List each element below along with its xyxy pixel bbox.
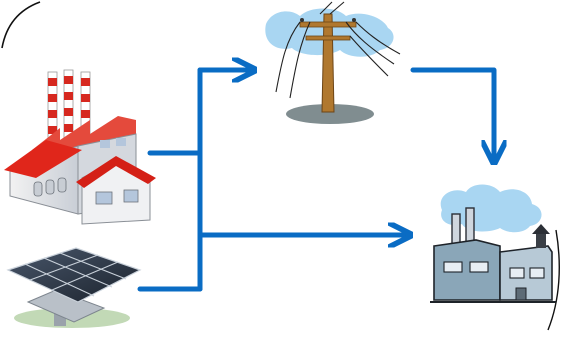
power-line-icon — [265, 1, 401, 124]
industrial-building-icon — [430, 184, 556, 303]
frame-arc-right — [547, 229, 560, 331]
frame-arc — [1, 1, 41, 49]
factory-icon — [4, 69, 156, 225]
connectors — [137, 67, 494, 292]
solar-panel-icon — [6, 247, 142, 328]
connector-pole-to-consumer — [410, 67, 494, 160]
